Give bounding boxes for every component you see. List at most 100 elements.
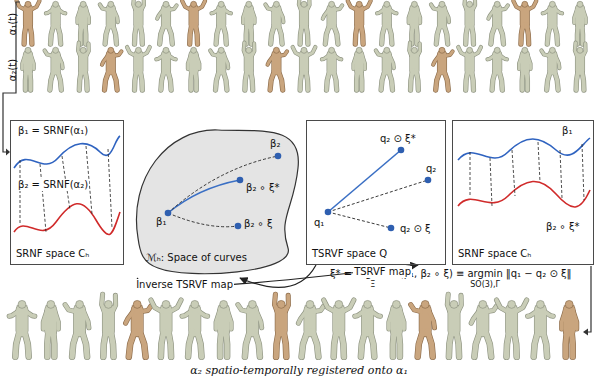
figure-outline: [189, 55, 199, 71]
figure-body: [556, 56, 560, 68]
human-figure: [322, 47, 341, 90]
figure-body: [325, 24, 330, 44]
figure-head: [421, 300, 429, 308]
figure-body: [543, 331, 547, 357]
figure-body: [45, 51, 53, 56]
figure-head: [191, 47, 197, 53]
figure-body: [411, 305, 421, 312]
human-figure: [411, 300, 435, 356]
figure-outline: [113, 24, 117, 44]
figure-outline: [216, 24, 219, 44]
human-figure: [293, 47, 316, 90]
figure-outline: [140, 70, 142, 90]
curve-label: β₂ = SRNF(α₂): [17, 179, 89, 191]
figure-body: [507, 331, 510, 357]
figure-outline: [127, 47, 135, 56]
figure-outline: [197, 331, 201, 357]
figure-outline: [57, 24, 60, 44]
figure-outline: [583, 44, 585, 56]
point: [165, 210, 172, 217]
figure-body: [105, 70, 110, 90]
figure-body: [265, 5, 273, 10]
human-figure: [243, 1, 254, 44]
figure-outline: [411, 305, 421, 312]
figure-body: [466, 24, 468, 44]
figure-outline: [53, 331, 54, 357]
figure-body: [168, 24, 173, 44]
figure-body: [362, 56, 365, 69]
figure-body: [199, 312, 208, 317]
figure-outline: [527, 24, 529, 44]
figure-body: [500, 56, 507, 60]
figure-body: [449, 331, 452, 357]
figure-body: [135, 24, 137, 44]
figure-body: [43, 312, 46, 329]
figure-head: [108, 47, 114, 53]
figure-head: [364, 300, 372, 308]
figure-body: [436, 70, 441, 90]
figure-body: [26, 312, 35, 317]
human-figure: [45, 47, 63, 90]
figure-outline: [271, 24, 275, 44]
figure-body: [306, 70, 308, 90]
figure-body: [113, 24, 117, 44]
figure-outline: [78, 43, 80, 56]
figure-outline: [376, 51, 384, 56]
figure-outline: [113, 70, 118, 90]
human-figure: [519, 47, 530, 90]
figure-body: [86, 44, 88, 56]
figure-body: [488, 10, 494, 19]
human-figure: [102, 47, 121, 90]
figure-body: [168, 70, 171, 90]
figure-body: [249, 24, 254, 44]
figure-body: [491, 24, 496, 44]
figure-outline: [554, 70, 558, 90]
geodesic-line: [328, 150, 401, 212]
space-label: TSRVF space Q: [311, 248, 388, 260]
human-figure: [541, 47, 559, 90]
dashed-line: [328, 180, 428, 212]
figure-body: [414, 24, 419, 44]
figure-outline: [140, 24, 142, 44]
figure-outline: [399, 331, 400, 357]
figure-outline: [278, 70, 283, 90]
figure-body: [72, 331, 77, 357]
figure-body: [161, 70, 164, 90]
srnf-space-box: β₁ = SRNF(α₁)β₂ = SRNF(α₂)SRNF space Cₕ: [10, 120, 124, 265]
human-figure: [447, 294, 461, 357]
figure-outline: [418, 44, 420, 56]
figure-head: [218, 1, 224, 7]
figure-head: [135, 1, 141, 7]
figure-head: [577, 1, 583, 7]
figure-body: [513, 1, 521, 10]
point-label: β₂ ∘ ξ: [244, 218, 273, 230]
human-figure: [265, 1, 283, 44]
figure-body: [361, 24, 363, 44]
figure-body: [473, 47, 481, 56]
figure-body: [142, 47, 150, 56]
figure-outline: [244, 43, 246, 56]
figure-body: [445, 51, 453, 55]
human-figure: [133, 0, 144, 44]
figure-body: [182, 1, 190, 10]
human-figure: [157, 1, 176, 44]
figure-body: [245, 331, 250, 357]
human-figure: [212, 1, 231, 44]
figure-body: [15, 331, 19, 357]
figure-body: [389, 24, 392, 44]
figure-body: [65, 305, 75, 312]
figure-body: [528, 56, 531, 69]
figure-body: [140, 24, 142, 44]
figure-outline: [188, 70, 194, 90]
figure-body: [354, 56, 357, 69]
figure-body: [376, 51, 384, 56]
dashed-line: [470, 152, 471, 196]
figure-body: [471, 24, 473, 44]
figure-body: [335, 56, 342, 60]
figure-body: [78, 10, 81, 23]
figure-body: [216, 24, 219, 44]
human-figure: [100, 1, 118, 44]
srnf-curves: [458, 138, 590, 207]
figure-outline: [466, 24, 468, 44]
